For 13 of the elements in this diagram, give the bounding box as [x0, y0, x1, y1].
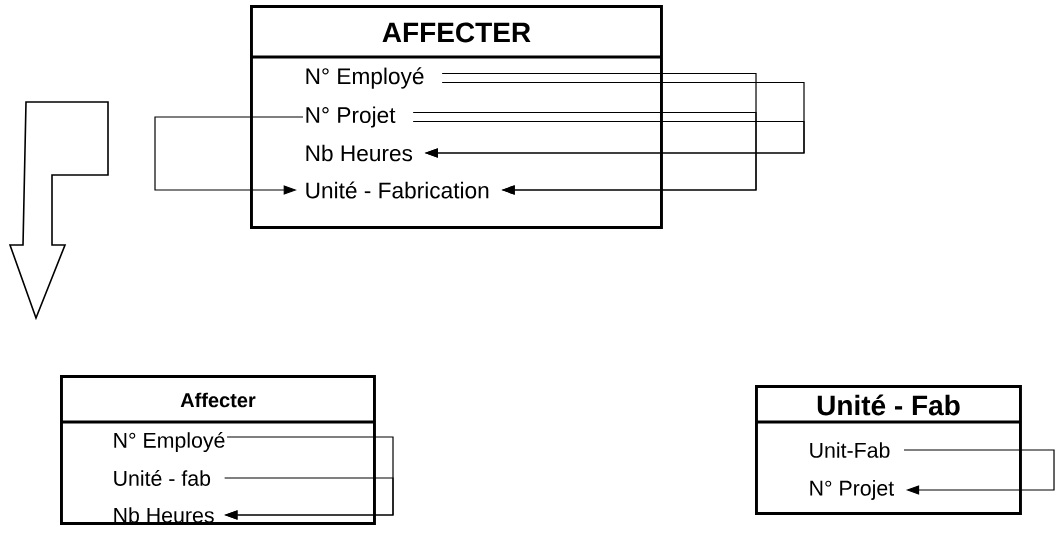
attribute-text: Unité - Fabrication [306, 181, 489, 199]
arrow [154, 116, 304, 195]
arrow [412, 120, 805, 158]
attribute-text: Nb Heures [306, 144, 413, 162]
arrow [224, 477, 394, 520]
arrow [903, 449, 1055, 495]
attribute-text: N° Projet [306, 106, 396, 128]
attribute-text: Unité - fab [114, 470, 211, 486]
attribute-text: Unit-Fab [810, 442, 890, 458]
attribute-text: N° Employé [114, 431, 225, 453]
attribute-text: N° Projet [810, 480, 894, 500]
arrow [412, 111, 757, 195]
attribute-text: N° Employé [306, 67, 424, 89]
